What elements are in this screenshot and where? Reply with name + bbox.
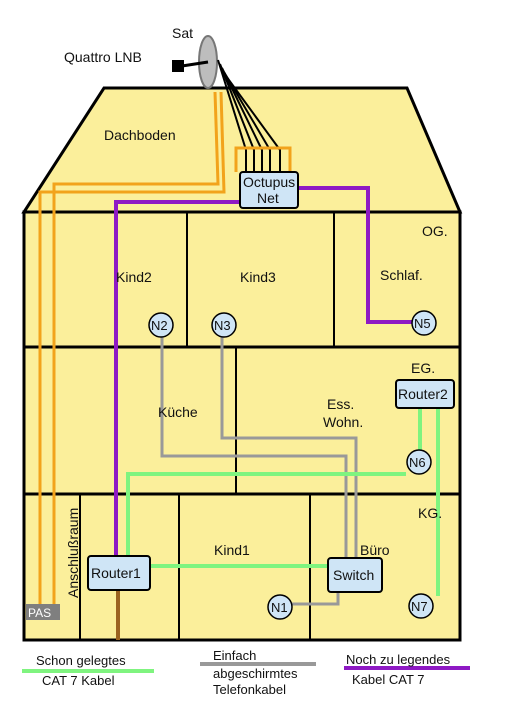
room-kind3: Kind3 (240, 269, 276, 285)
router1-label: Router1 (91, 565, 141, 581)
node-n7-label: N7 (411, 599, 428, 614)
lnb-icon (172, 60, 184, 72)
satellite-dish-icon (172, 35, 218, 89)
phone-cables (160, 336, 358, 606)
room-kind1: Kind1 (214, 542, 250, 558)
legend-phone-line2: abgeschirmtes (213, 666, 298, 681)
room-kueche: Küche (158, 404, 198, 420)
room-anschlussraum: Anschlußraum (65, 508, 81, 598)
sat-cable-orange (38, 91, 292, 610)
house (21, 86, 463, 642)
sat-coax-bundle (217, 59, 281, 172)
legend-planned-cat7: Noch zu legendes Kabel CAT 7 (344, 652, 470, 687)
node-n2-label: N2 (151, 318, 168, 333)
cat7-existing-cables (126, 408, 440, 596)
switch-device: Switch (327, 557, 383, 593)
legend-existing-line2: CAT 7 Kabel (42, 673, 115, 688)
legend-existing-cat7: Schon gelegtes CAT 7 Kabel (22, 653, 154, 688)
node-n5-label: N5 (414, 316, 431, 331)
room-buero: Büro (360, 542, 390, 558)
node-n5: N5 (411, 310, 437, 336)
node-n6: N6 (406, 449, 432, 475)
node-n3-label: N3 (214, 318, 231, 333)
cat7-planned-cables (114, 186, 412, 558)
node-n2: N2 (148, 312, 174, 338)
floor-eg: EG. (411, 360, 435, 376)
router2-label: Router2 (398, 386, 448, 402)
room-wohn: Wohn. (323, 414, 363, 430)
router2-device: Router2 (395, 379, 455, 409)
legend-planned-line1: Noch zu legendes (346, 652, 451, 667)
octopus-label-line1: Octupus (243, 174, 295, 190)
node-n7: N7 (408, 593, 434, 619)
node-n3: N3 (211, 312, 237, 338)
pas-box: PAS (26, 604, 60, 620)
octopus-label-line2: Net (257, 190, 279, 206)
switch-label: Switch (333, 567, 374, 583)
router1-device: Router1 (87, 555, 151, 591)
floor-kg: KG. (418, 505, 442, 521)
lnb-label: Quattro LNB (64, 49, 142, 65)
node-n1: N1 (267, 594, 293, 620)
legend-phone-line3: Telefonkabel (213, 682, 286, 697)
room-kind2: Kind2 (116, 269, 152, 285)
node-n6-label: N6 (409, 455, 426, 470)
octopus-net-device: Octupus Net (239, 171, 299, 209)
legend-existing-line1: Schon gelegtes (36, 653, 126, 668)
node-n1-label: N1 (271, 600, 288, 615)
sat-label: Sat (172, 25, 193, 41)
room-ess: Ess. (327, 396, 354, 412)
pas-label: PAS (28, 606, 51, 620)
legend-planned-line2: Kabel CAT 7 (352, 672, 425, 687)
legend-phone-cable: Einfach abgeschirmtes Telefonkabel (200, 648, 316, 697)
legend: Schon gelegtes CAT 7 Kabel Einfach abges… (22, 648, 470, 697)
room-dachboden: Dachboden (104, 127, 176, 143)
room-schlaf: Schlaf. (380, 267, 423, 283)
legend-phone-line1: Einfach (213, 648, 256, 663)
floor-og: OG. (422, 223, 448, 239)
